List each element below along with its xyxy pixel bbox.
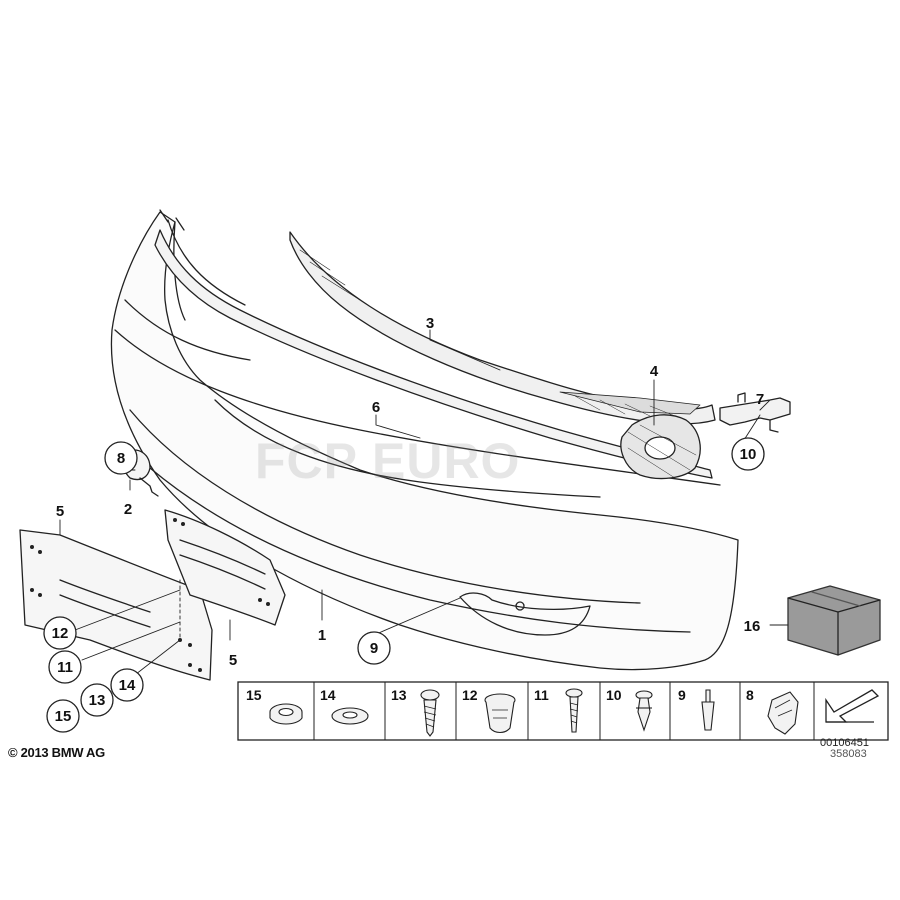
- side-grille: [620, 414, 701, 480]
- callout-circle-11: [48, 650, 82, 684]
- parts-box: [787, 585, 881, 656]
- callout-15: 15: [55, 708, 72, 725]
- expanding-rivet-icon: [635, 690, 653, 732]
- callout-circle-9: [357, 631, 391, 665]
- drawing-number-secondary: 358083: [830, 748, 867, 760]
- callout-8: 8: [117, 450, 125, 467]
- strip-label-15: 15: [246, 687, 262, 703]
- callout-circle-12: [43, 616, 77, 650]
- callout-3: 3: [426, 315, 434, 332]
- callout-10: 10: [740, 446, 757, 463]
- clip-icon: [767, 691, 799, 735]
- callout-13: 13: [89, 692, 106, 709]
- callout-circle-8: [104, 441, 138, 475]
- callout-9: 9: [370, 640, 378, 657]
- direction-arrow-icon: [825, 689, 880, 723]
- callout-4: 4: [650, 363, 659, 380]
- license-plate-base-right: [164, 509, 286, 626]
- callout-circle-14: [110, 668, 144, 702]
- bumper-cover: [110, 211, 739, 671]
- callout-5-left: 5: [56, 503, 64, 520]
- copyright-text: © 2013 BMW AG: [8, 745, 105, 760]
- washer-icon: [331, 707, 369, 725]
- strip-label-14: 14: [320, 687, 336, 703]
- license-plate-base-left: [19, 529, 213, 681]
- grommet-icon: [269, 703, 303, 725]
- watermark: FCP EURO: [255, 433, 521, 489]
- callout-7: 7: [756, 391, 764, 408]
- strip-label-9: 9: [678, 687, 686, 703]
- callout-2: 2: [124, 501, 132, 518]
- strip-label-11: 11: [534, 687, 549, 703]
- strip-label-10: 10: [606, 687, 622, 703]
- strip-label-12: 12: [462, 687, 478, 703]
- callout-6: 6: [372, 399, 380, 416]
- callout-circle-10: [731, 437, 765, 471]
- screw-icon: [420, 689, 440, 737]
- bolt-icon: [565, 688, 583, 733]
- upper-grille: [289, 231, 716, 425]
- rivet-icon: [701, 689, 715, 731]
- callout-1: 1: [318, 627, 326, 644]
- bracket: [719, 392, 791, 433]
- strip-label-8: 8: [746, 687, 754, 703]
- callout-16: 16: [744, 618, 761, 635]
- drawing-number: 00106451: [820, 737, 869, 749]
- callout-circle-15: [46, 699, 80, 733]
- lower-grille-strip: [154, 209, 713, 479]
- callout-14: 14: [119, 677, 136, 694]
- callout-circle-13: [80, 683, 114, 717]
- strip-label-13: 13: [391, 687, 407, 703]
- parts-strip: 15 14 13 12 11 10 9 8: [237, 681, 889, 741]
- callout-5-right: 5: [229, 652, 237, 669]
- callout-12: 12: [52, 625, 69, 642]
- clip-nut-icon: [484, 693, 516, 734]
- callout-11: 11: [57, 659, 73, 676]
